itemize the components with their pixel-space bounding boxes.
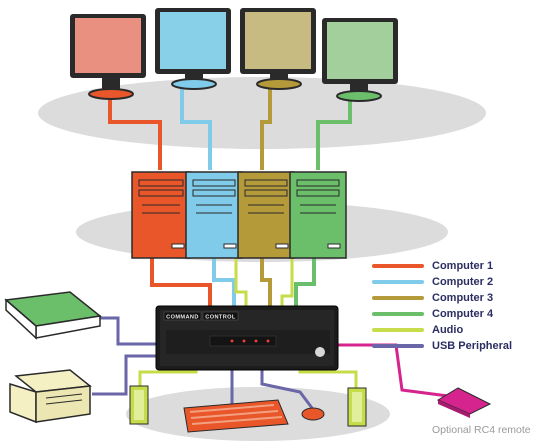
- cable-legend: Computer 1 Computer 2 Computer 3 Compute…: [372, 258, 542, 354]
- legend-swatch-computer4: [372, 311, 424, 316]
- legend-item-computer3: Computer 3: [372, 290, 542, 305]
- brand-logo-icon: [315, 347, 325, 357]
- brand-command-text: COMMAND: [166, 314, 199, 320]
- monitor-computer1: [70, 14, 146, 100]
- legend-swatch-computer3: [372, 295, 424, 300]
- computer4-video-cable: [316, 98, 352, 170]
- legend-swatch-computer1: [372, 263, 424, 268]
- scanner: [4, 291, 102, 340]
- legend-label: Computer 1: [432, 259, 494, 272]
- monitor-computer2: [155, 8, 231, 90]
- legend-item-computer4: Computer 4: [372, 306, 542, 321]
- mouse-cable: [260, 368, 314, 409]
- tower-computer4: [289, 171, 347, 259]
- port-led-3: [254, 339, 258, 343]
- monitor-computer4: [322, 18, 398, 102]
- tower-computer2: [185, 171, 243, 259]
- audio-cable-b: [280, 258, 294, 312]
- audio-cable-a: [234, 258, 248, 312]
- tower-computer3: [237, 171, 295, 259]
- usb-cable-printer: [92, 354, 158, 396]
- legend-swatch-audio: [372, 327, 424, 332]
- legend-label: Audio: [432, 323, 464, 336]
- mouse: [301, 407, 325, 421]
- remote-caption: Optional RC4 remote: [432, 424, 531, 436]
- computer4-kvm-cable: [294, 258, 316, 312]
- computer1-video-cable: [108, 98, 162, 170]
- right-speaker: [347, 387, 367, 427]
- legend-swatch-usb: [372, 343, 424, 348]
- keyboard: [183, 399, 289, 433]
- legend-label: Computer 3: [432, 291, 494, 304]
- legend-label: USB Peripheral: [432, 339, 513, 352]
- legend-swatch-computer2: [372, 279, 424, 284]
- usb-cable-scanner: [100, 316, 158, 346]
- remote-cable: [338, 343, 449, 398]
- computer1-kvm-cable: [150, 258, 212, 312]
- legend-label: Computer 4: [432, 307, 494, 320]
- legend-item-audio: Audio: [372, 322, 542, 337]
- left-speaker: [129, 385, 149, 425]
- monitor-computer3: [240, 8, 316, 90]
- legend-item-computer2: Computer 2: [372, 274, 542, 289]
- brand-control-text: CONTROL: [205, 314, 236, 320]
- legend-label: Computer 2: [432, 275, 494, 288]
- printer: [9, 369, 92, 424]
- computer2-kvm-cable: [212, 258, 236, 312]
- port-led-2: [242, 339, 246, 343]
- rc4-remote: [436, 387, 492, 418]
- kvm-switch: COMMAND CONTROL: [155, 305, 339, 371]
- legend-item-computer1: Computer 1: [372, 258, 542, 273]
- tower-computer1: [131, 171, 191, 259]
- computer3-video-cable: [260, 86, 272, 170]
- port-led-1: [230, 339, 234, 343]
- computer3-kvm-cable: [260, 258, 272, 312]
- legend-item-usb: USB Peripheral: [372, 338, 542, 353]
- port-led-4: [266, 339, 270, 343]
- computer2-video-cable: [180, 86, 212, 170]
